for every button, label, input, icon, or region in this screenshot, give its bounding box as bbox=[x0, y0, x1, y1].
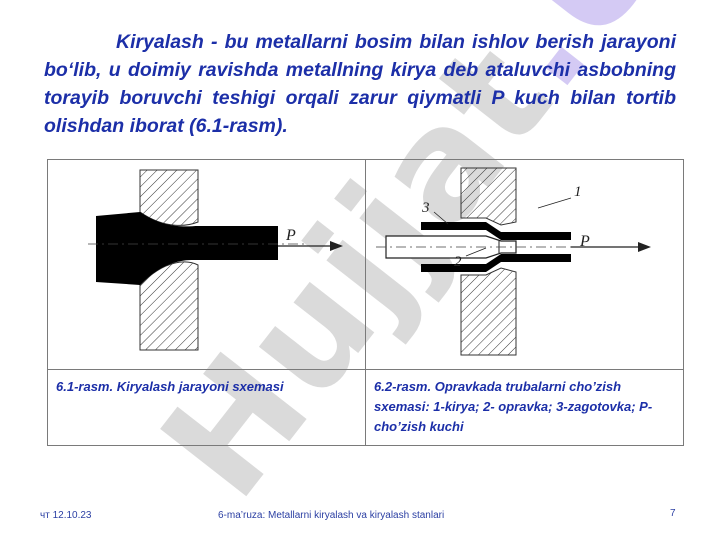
drawing-mandrel-scheme: 1 3 2 P bbox=[376, 167, 651, 356]
arrow-head-2 bbox=[638, 242, 651, 252]
footer-title: 6-ma’ruza: Metallarni kiryalash va kirya… bbox=[218, 510, 445, 521]
arrow-head bbox=[330, 241, 343, 251]
force-label-p: P bbox=[285, 227, 296, 244]
force-label-p-2: P bbox=[579, 233, 590, 250]
workpiece bbox=[96, 212, 278, 285]
page-number: 7 bbox=[670, 508, 676, 519]
label-2: 2 bbox=[454, 254, 462, 270]
figure-6-1: P bbox=[48, 160, 366, 370]
footer-date: чт 12.10.23 bbox=[40, 510, 92, 521]
tube-wall-bottom bbox=[421, 254, 571, 272]
die-bottom bbox=[139, 261, 199, 351]
die-top bbox=[139, 169, 199, 226]
drawing-drawing-scheme: P bbox=[88, 169, 343, 351]
tube-wall-top bbox=[421, 222, 571, 240]
figure-6-2: 1 3 2 P bbox=[366, 160, 683, 370]
label-1: 1 bbox=[574, 184, 582, 200]
figures-table: P 1 3 bbox=[47, 159, 684, 446]
label-3: 3 bbox=[421, 200, 430, 216]
caption-6-2: 6.2-rasm. Opravkada trubalarni cho’zish … bbox=[374, 379, 653, 434]
die-1-bottom bbox=[460, 267, 517, 356]
caption-6-1: 6.1-rasm. Kiryalash jarayoni sxemasi bbox=[48, 370, 366, 445]
intro-paragraph: Kiryalash - bu metallarni bosim bilan is… bbox=[44, 31, 676, 137]
die-1-top bbox=[460, 167, 517, 226]
